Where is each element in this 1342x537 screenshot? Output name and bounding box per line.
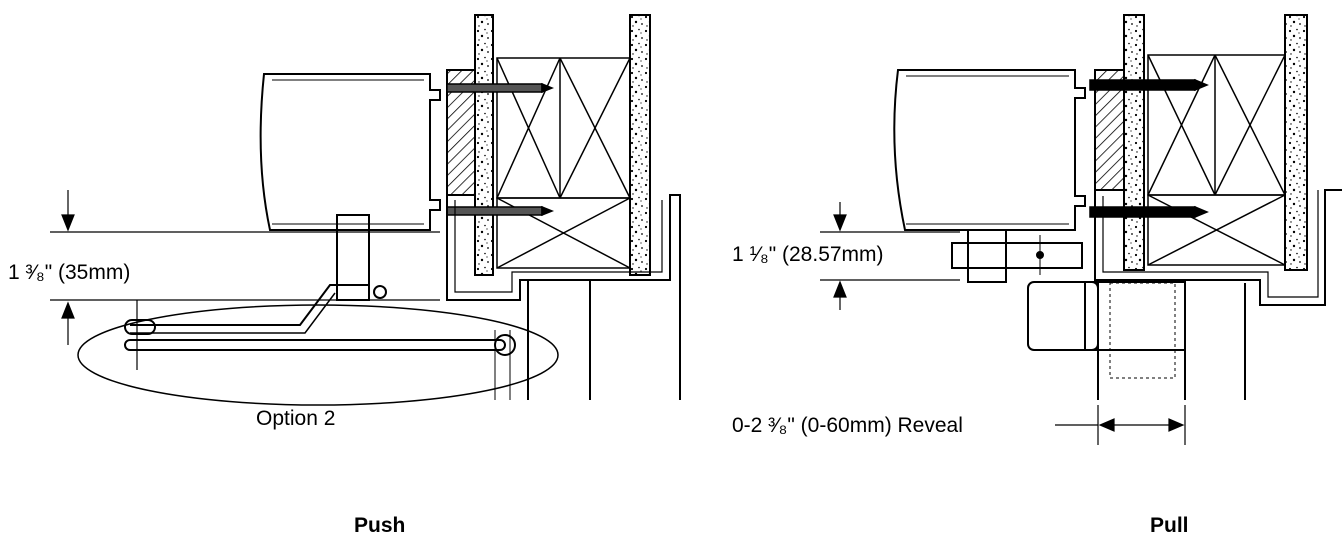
push-caption: Push [354, 514, 406, 537]
push-drawing [50, 14, 681, 406]
pull-reveal-label: 0-2 ³⁄₈" (0-60mm) Reveal [732, 414, 963, 437]
pull-slide-track [951, 242, 1083, 269]
push-arm-shoe [336, 214, 370, 301]
pull-operator-housing [893, 69, 1086, 231]
push-wood-studs [496, 57, 631, 269]
pull-roller [1027, 281, 1099, 351]
push-arm-lower [124, 339, 506, 351]
push-option-ellipse [77, 304, 559, 406]
pull-door-frame [1094, 189, 1342, 306]
pull-door [1097, 283, 1246, 400]
pull-drawing [820, 14, 1342, 445]
pull-caption: Pull [1150, 514, 1189, 537]
pull-dimension-lines [820, 202, 1186, 445]
push-door [527, 280, 591, 400]
push-option-label: Option 2 [256, 407, 336, 430]
push-dimension-lines [50, 190, 440, 370]
pull-wall-concrete-left [1123, 14, 1145, 271]
pull-screws [1089, 78, 1209, 219]
pull-dimension-label: 1 ¹⁄₈" (28.57mm) [732, 243, 884, 266]
push-wall-concrete-left [474, 14, 494, 276]
pull-arm-shoe [967, 229, 1007, 283]
push-wall-concrete-right [629, 14, 651, 276]
push-operator-housing [259, 73, 441, 231]
push-door-frame [446, 194, 681, 400]
pull-wall-concrete-right [1284, 14, 1308, 271]
push-dimension-label: 1 ³⁄₈" (35mm) [8, 261, 131, 284]
